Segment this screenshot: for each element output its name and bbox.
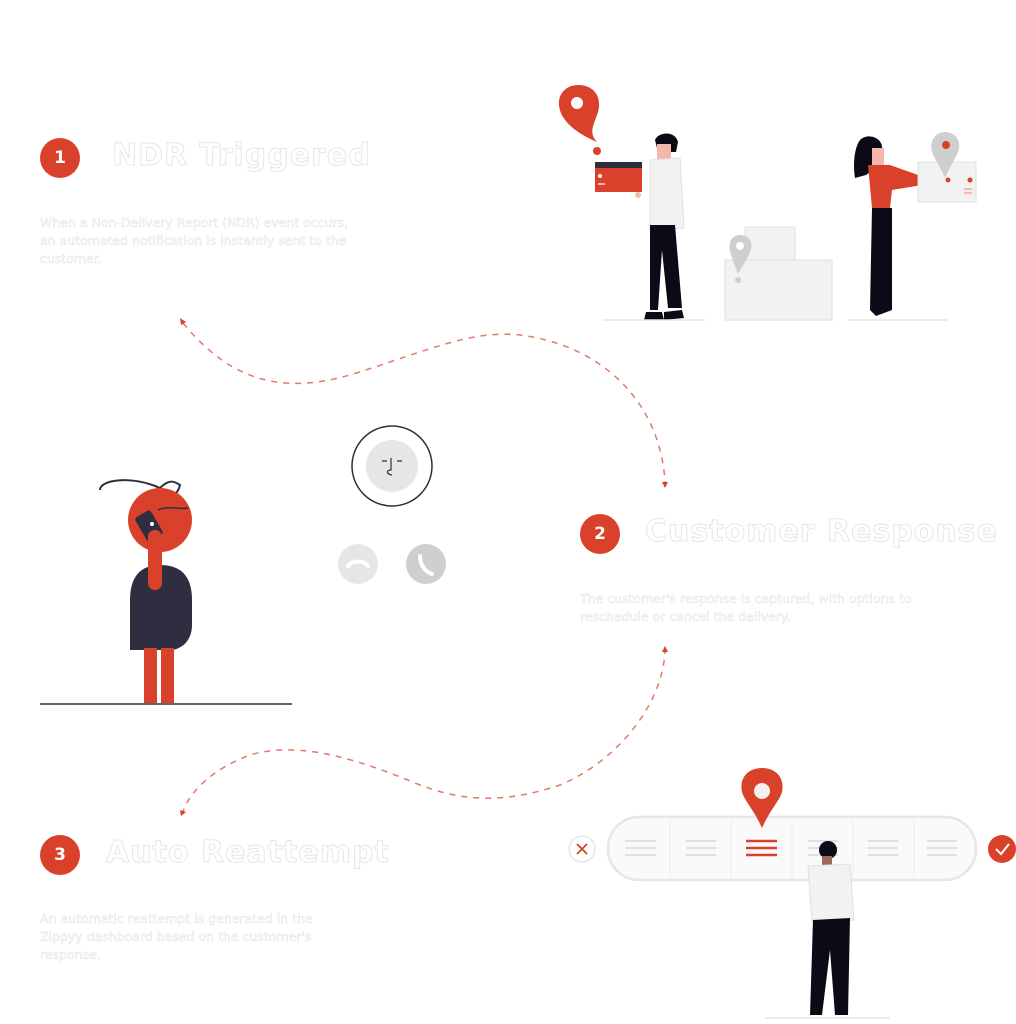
person-on-phone bbox=[99, 479, 192, 703]
step-2-badge: 2 bbox=[580, 514, 620, 554]
arrow-head-1b bbox=[662, 482, 668, 488]
reattempt-illustration bbox=[568, 768, 1016, 1019]
step-2-title: Customer Response bbox=[645, 514, 998, 550]
woman-figure bbox=[854, 132, 977, 316]
step-1-description: When a Non-Delivery Report (NDR) event o… bbox=[40, 215, 349, 267]
location-pin-icon bbox=[741, 768, 783, 828]
call-illustration bbox=[40, 425, 446, 705]
selected-slot bbox=[746, 839, 777, 857]
step-2-description: The customer's response is captured, wit… bbox=[580, 591, 912, 625]
step-3-badge: 3 bbox=[40, 835, 80, 875]
delivery-illustration bbox=[558, 85, 977, 321]
decline-call-icon bbox=[338, 544, 378, 584]
caller-avatar bbox=[351, 425, 433, 507]
cancel-icon bbox=[568, 835, 596, 863]
location-pin-icon bbox=[558, 85, 601, 155]
confirm-icon bbox=[988, 835, 1016, 863]
man-standing-figure bbox=[807, 841, 855, 1015]
arrow-head-2b bbox=[180, 810, 186, 816]
step-3-description: An automatic reattempt is generated in t… bbox=[40, 911, 313, 963]
stacked-boxes bbox=[724, 226, 833, 321]
accept-call-icon bbox=[406, 544, 446, 584]
step-1-title: NDR Triggered bbox=[112, 138, 371, 174]
arrow-head-1a bbox=[180, 318, 186, 325]
timeline-slots bbox=[625, 820, 957, 878]
step-1-badge: 1 bbox=[40, 138, 80, 178]
package-icon bbox=[595, 162, 642, 192]
step-3-title: Auto Reattempt bbox=[106, 835, 390, 871]
man-figure bbox=[635, 133, 685, 320]
arrow-head-2a bbox=[662, 646, 668, 652]
